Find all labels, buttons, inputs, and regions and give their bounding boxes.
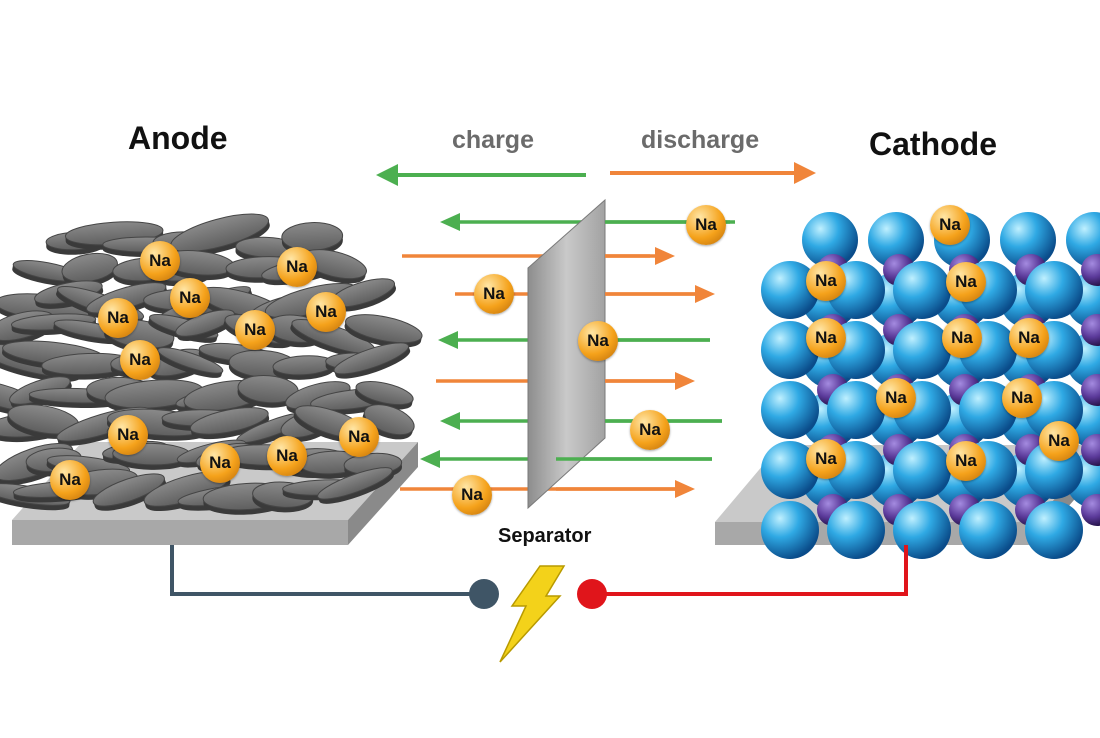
sodium-ion: Na [1039, 421, 1079, 461]
graphite-flake [330, 278, 396, 312]
sodium-ion: Na [1002, 378, 1042, 418]
graphite-flake [156, 347, 224, 378]
lattice-small-sphere [1081, 254, 1100, 286]
lattice-small-sphere [1081, 374, 1100, 406]
graphite-flake [344, 314, 423, 348]
sodium-ion: Na [306, 292, 346, 332]
positive-terminal-icon [577, 579, 607, 609]
graphite-flake [237, 374, 299, 408]
sodium-ion: Na [277, 247, 317, 287]
lattice-sphere [1000, 212, 1056, 268]
graphite-flake [317, 467, 394, 504]
lattice-sphere [1025, 261, 1083, 319]
lattice-sphere [761, 321, 819, 379]
graphite-flake [112, 442, 192, 470]
lattice-sphere [893, 501, 951, 559]
sodium-ion: Na [108, 415, 148, 455]
discharge-label: discharge [641, 126, 760, 154]
lattice-small-sphere [1081, 314, 1100, 346]
lattice-sphere [1025, 501, 1083, 559]
lattice-sphere [802, 212, 858, 268]
lattice-sphere [827, 381, 885, 439]
anode-wire [170, 545, 482, 596]
sodium-ion: Na [876, 378, 916, 418]
separator-label: Separator [498, 525, 592, 547]
sodium-ion: Na [98, 298, 138, 338]
lattice-sphere [827, 501, 885, 559]
lattice-sphere [761, 381, 819, 439]
sodium-ion: Na [686, 205, 726, 245]
lattice-sphere [1066, 212, 1100, 268]
lattice-sphere [893, 441, 951, 499]
sodium-ion: Na [942, 318, 982, 358]
sodium-ion: Na [1009, 318, 1049, 358]
lattice-sphere [893, 261, 951, 319]
cathode-title: Cathode [869, 126, 997, 162]
sodium-ion: Na [474, 274, 514, 314]
sodium-ion: Na [946, 441, 986, 481]
sodium-ion: Na [170, 278, 210, 318]
sodium-ion: Na [339, 417, 379, 457]
cathode-assembly [715, 212, 1100, 559]
discharge-direction-arrow [610, 162, 816, 184]
graphite-flake [175, 309, 237, 342]
graphite-flake [189, 407, 270, 440]
lattice-sphere [868, 212, 924, 268]
sodium-ion: Na [806, 261, 846, 301]
graphite-flake [92, 473, 167, 511]
graphite-flake [300, 249, 367, 284]
sodium-ion: Na [267, 436, 307, 476]
lattice-sphere [761, 441, 819, 499]
graphite-flake [354, 381, 414, 410]
sodium-ion: Na [806, 318, 846, 358]
negative-terminal-icon [469, 579, 499, 609]
charge-direction-arrow [376, 164, 586, 186]
sodium-ion: Na [140, 241, 180, 281]
sodium-ion: Na [578, 321, 618, 361]
graphite-flake [272, 355, 335, 380]
sodium-ion: Na [50, 460, 90, 500]
anode-plate-front [12, 520, 348, 545]
sodium-ion: Na [452, 475, 492, 515]
sodium-ion: Na [806, 439, 846, 479]
lattice-sphere [761, 261, 819, 319]
anode-title: Anode [128, 120, 228, 156]
graphite-flake [290, 318, 376, 359]
sodium-ion: Na [630, 410, 670, 450]
lattice-sphere [761, 501, 819, 559]
sodium-ion: Na [200, 443, 240, 483]
graphite-flake [7, 404, 80, 439]
sodium-ion: Na [120, 340, 160, 380]
separator-membrane [527, 198, 606, 510]
lattice-small-sphere [1081, 494, 1100, 526]
lattice-sphere [893, 321, 951, 379]
charge-label: charge [452, 126, 534, 154]
sodium-ion: Na [930, 205, 970, 245]
graphite-flake [333, 342, 411, 379]
sodium-ion: Na [946, 262, 986, 302]
sodium-ion: Na [235, 310, 275, 350]
graphite-flake [170, 213, 270, 257]
lattice-sphere [959, 501, 1017, 559]
lightning-bolt-icon [499, 565, 566, 663]
graphite-flake [61, 252, 119, 287]
lattice-small-sphere [1081, 434, 1100, 466]
graphite-flake [143, 471, 231, 512]
cathode-wire [592, 545, 908, 596]
